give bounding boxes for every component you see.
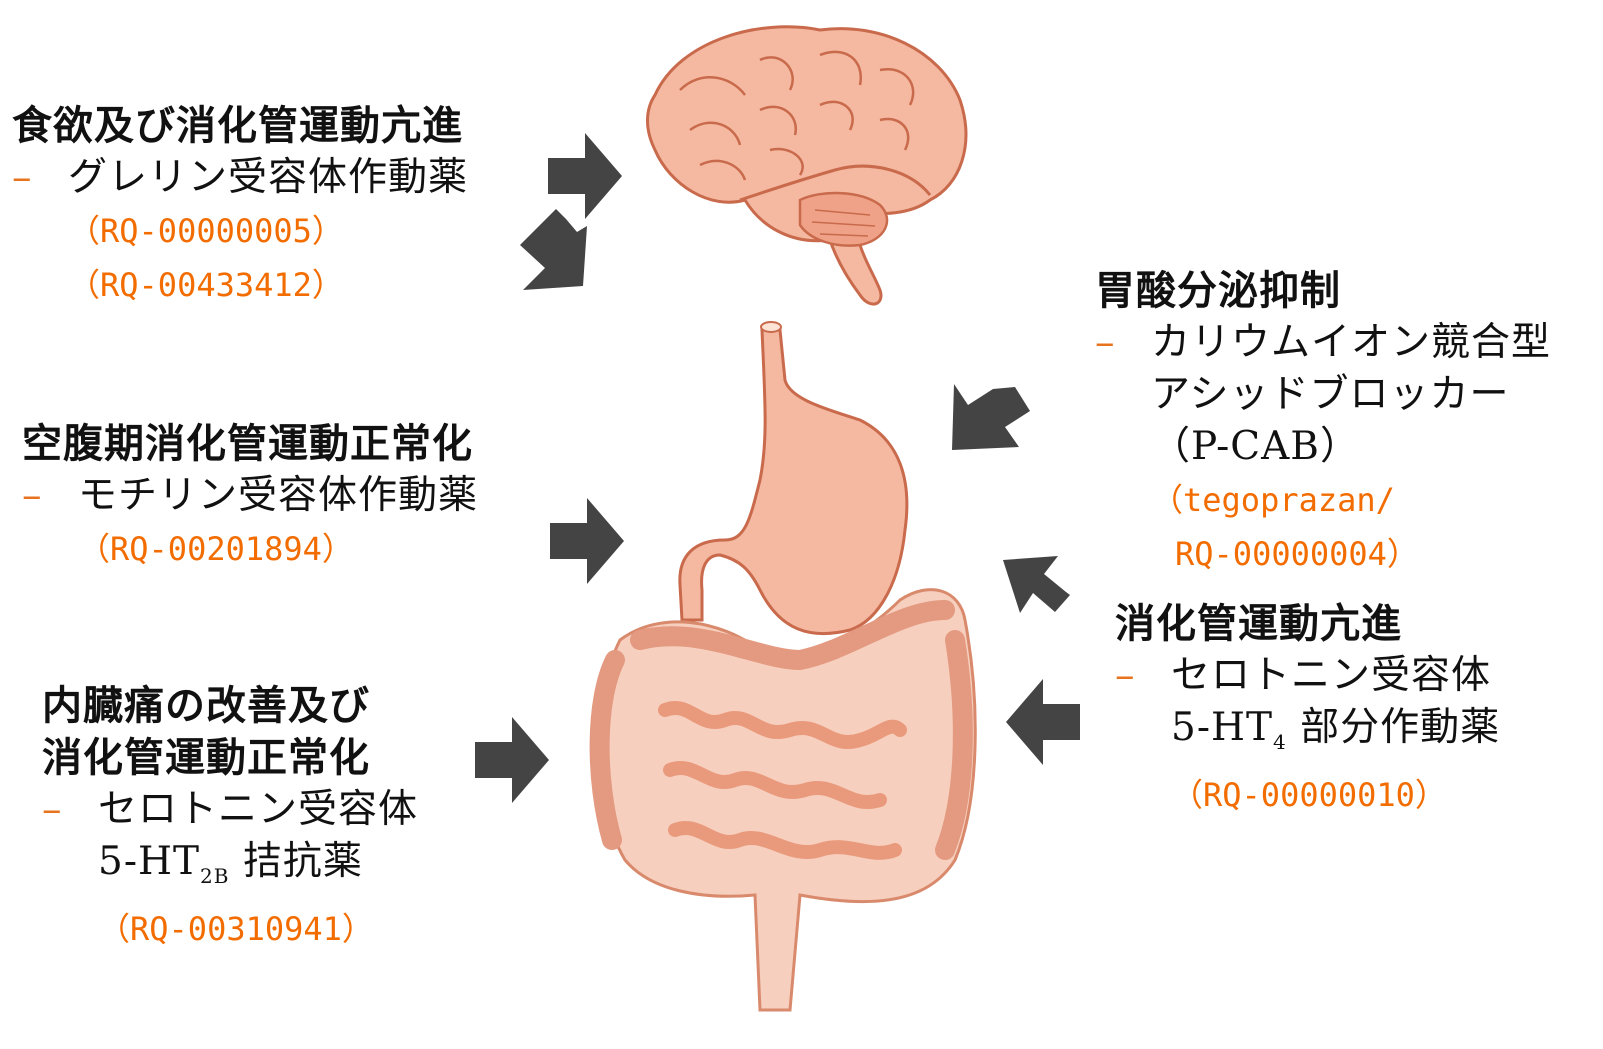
arrow-icon xyxy=(1003,556,1070,613)
acid-code-2: RQ-00000004） xyxy=(1095,527,1551,581)
arrow-icon xyxy=(952,384,1030,450)
fasting-block: 空腹期消化管運動正常化 –モチリン受容体作動薬 （RQ-00201894） xyxy=(22,418,478,576)
visceral-heading-2: 消化管運動正常化 xyxy=(42,732,418,784)
arrow-icon xyxy=(548,133,622,219)
visceral-heading-1: 内臓痛の改善及び xyxy=(42,680,418,732)
dash-marker: – xyxy=(12,152,68,204)
acid-heading: 胃酸分泌抑制 xyxy=(1095,265,1551,317)
fasting-drug-class: モチリン受容体作動薬 xyxy=(78,473,478,518)
dash-marker: – xyxy=(1095,317,1151,369)
acid-drug-class-1: カリウムイオン競合型 xyxy=(1151,320,1551,365)
stomach-illustration xyxy=(680,322,907,634)
motility-code: （RQ-00000010） xyxy=(1115,768,1500,822)
brain-illustration xyxy=(648,27,966,304)
visceral-drug-class: セロトニン受容体 xyxy=(98,787,418,832)
acid-drug-class-3: （P-CAB） xyxy=(1095,421,1551,473)
motility-heading: 消化管運動亢進 xyxy=(1115,598,1500,650)
fasting-heading: 空腹期消化管運動正常化 xyxy=(22,418,478,470)
acid-block: 胃酸分泌抑制 –カリウムイオン競合型 アシッドブロッカー （P-CAB） （te… xyxy=(1095,265,1551,581)
arrow-icon xyxy=(550,498,624,584)
dash-marker: – xyxy=(22,470,78,522)
fasting-code: （RQ-00201894） xyxy=(22,522,478,576)
intestine-illustration xyxy=(598,590,975,1010)
dash-marker: – xyxy=(1115,650,1171,702)
arrow-icon xyxy=(475,717,549,803)
acid-code-1: （tegoprazan/ xyxy=(1095,473,1551,527)
visceral-code: （RQ-00310941） xyxy=(42,902,418,956)
visceral-drug-type: 5-HT2B 拮抗薬 xyxy=(42,836,418,902)
appetite-code-1: （RQ-00000005） xyxy=(12,204,468,258)
appetite-heading: 食欲及び消化管運動亢進 xyxy=(12,100,468,152)
acid-drug-class-2: アシッドブロッカー xyxy=(1095,369,1551,421)
motility-block: 消化管運動亢進 –セロトニン受容体 5-HT4 部分作動薬 （RQ-000000… xyxy=(1115,598,1500,822)
arrow-icon xyxy=(1006,679,1080,765)
visceral-block: 内臓痛の改善及び 消化管運動正常化 –セロトニン受容体 5-HT2B 拮抗薬 （… xyxy=(42,680,418,956)
motility-drug-class: セロトニン受容体 xyxy=(1171,653,1491,698)
motility-drug-type: 5-HT4 部分作動薬 xyxy=(1115,702,1500,768)
dash-marker: – xyxy=(42,784,98,836)
appetite-block: 食欲及び消化管運動亢進 –グレリン受容体作動薬 （RQ-00000005） （R… xyxy=(12,100,468,312)
appetite-code-2: （RQ-00433412） xyxy=(12,258,468,312)
arrow-icon xyxy=(520,209,587,290)
appetite-drug-class: グレリン受容体作動薬 xyxy=(68,155,468,200)
